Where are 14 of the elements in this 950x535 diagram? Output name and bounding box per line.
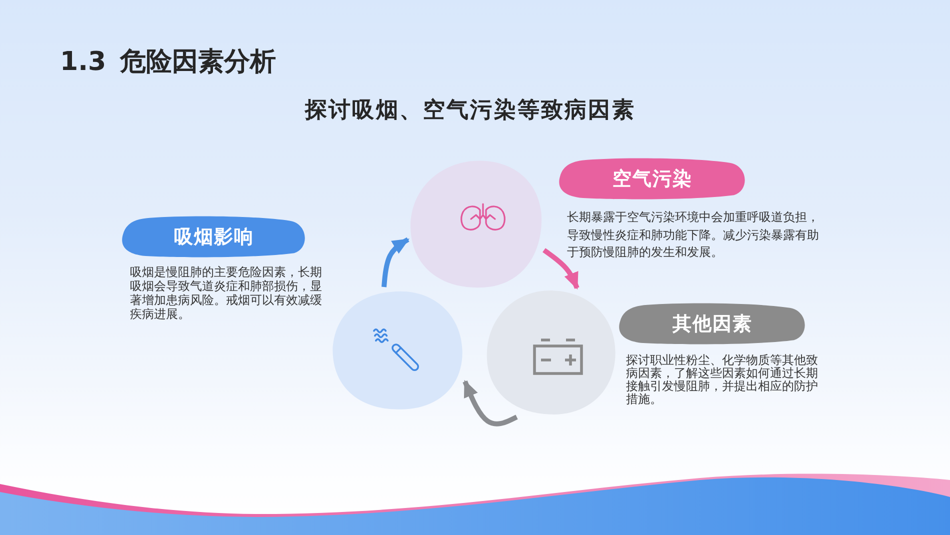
description-text: 长期暴露于空气污染环境中会加重呼吸道负担，导致慢性炎症和肺功能下降。减少污染暴露有助于预防慢阻肺的发生和发展。 (567, 209, 820, 261)
heading-pill (617, 302, 808, 345)
heading-pill (120, 215, 308, 258)
curved-arrow (462, 380, 518, 426)
category-heading: 空气污染 (612, 166, 692, 190)
description-text: 探讨职业性粉尘、化学物质等其他致病因素，了解这些因素如何通过长期接触引发慢阻肺，并提出相应的防护措施。 (626, 354, 819, 406)
curved-arrow (542, 248, 580, 290)
category-heading: 其他因素 (672, 312, 752, 336)
heading-pill (557, 157, 748, 200)
description-text: 吸烟是慢阻肺的主要危险因素，长期吸烟会导致气道炎症和肺部损伤，显著增加患病风险。戒烟可以有效减缓疾病进展。 (130, 265, 323, 321)
subtitle: 探讨吸烟、空气污染等致病因素 (305, 97, 636, 125)
category-heading: 吸烟影响 (174, 224, 254, 248)
curved-arrow (382, 237, 410, 288)
page-title: 1.3 危险因素分析 (60, 46, 276, 79)
